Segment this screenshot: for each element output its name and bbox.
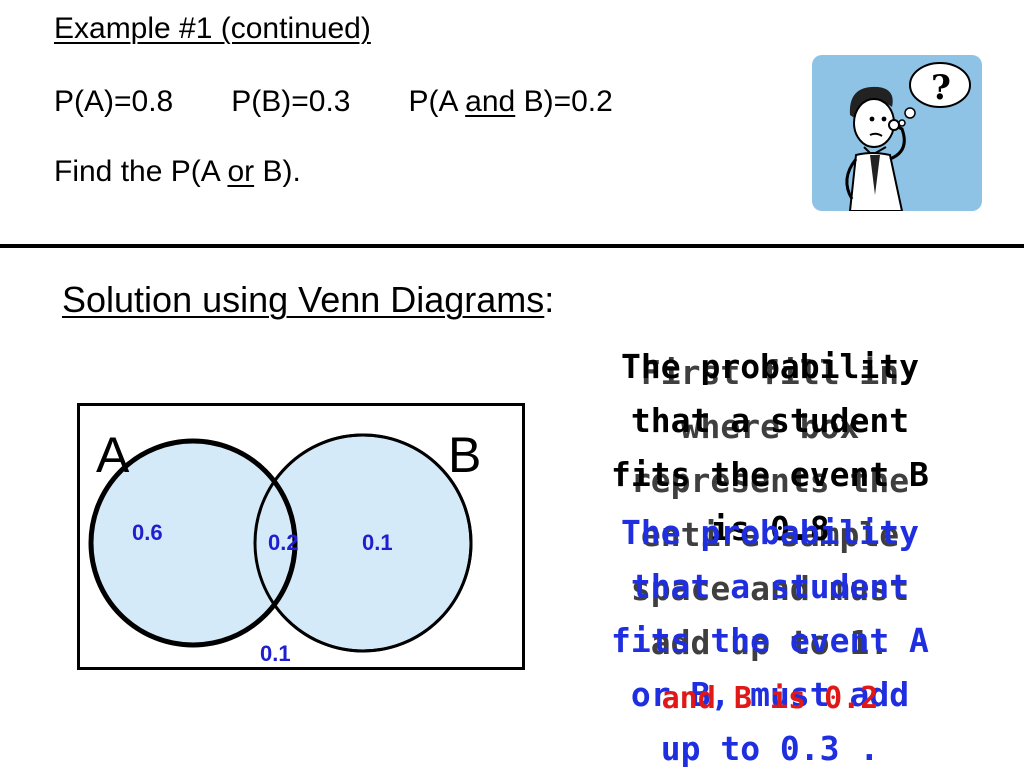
prob-ab-and: and bbox=[465, 85, 516, 118]
sample-space-box: A B 0.6 0.2 0.1 0.1 bbox=[77, 403, 525, 670]
section-divider bbox=[0, 244, 1024, 248]
circle-a bbox=[88, 438, 298, 648]
prob-a: P(A)=0.8 bbox=[54, 85, 174, 118]
prob-b: P(B)=0.3 bbox=[231, 85, 351, 118]
explanation-text-3: The probability that a student fits the … bbox=[611, 513, 929, 768]
solution-heading: Solution using Venn Diagrams: bbox=[62, 282, 554, 318]
question-or: or bbox=[227, 155, 255, 188]
solution-colon: : bbox=[544, 279, 555, 320]
question-suffix: B). bbox=[254, 155, 301, 188]
venn-diagram bbox=[88, 433, 473, 653]
circle-b-outline bbox=[253, 433, 473, 653]
explanation-overlay: First fill in where box represents the e… bbox=[585, 336, 955, 768]
a-only-value: 0.6 bbox=[132, 520, 163, 545]
explanation-text-1: The probability that a student fits the … bbox=[611, 347, 929, 548]
slide-title: Example #1 (continued) bbox=[54, 12, 371, 45]
question-prefix: Find the P(A bbox=[54, 155, 228, 188]
solution-title: Solution using Venn Diagrams bbox=[62, 279, 545, 320]
outside-value: 0.1 bbox=[260, 641, 291, 666]
explanation-text-4: and B is 0.2 bbox=[661, 681, 879, 716]
confused-person-icon: ? bbox=[812, 55, 982, 211]
question-text: Find the P(A or B). bbox=[54, 157, 301, 187]
set-b-label: B bbox=[448, 427, 482, 483]
set-a-label: A bbox=[96, 427, 130, 483]
intersection-value: 0.2 bbox=[268, 530, 299, 555]
svg-text:?: ? bbox=[931, 68, 951, 108]
prob-ab-suffix: B)=0.2 bbox=[515, 85, 613, 118]
explanation-text-2: First fill in where box represents the e… bbox=[630, 353, 910, 662]
given-probabilities: P(A)=0.8 P(B)=0.3 P(A and B)=0.2 bbox=[54, 87, 613, 117]
prob-ab-prefix: P(A bbox=[408, 85, 466, 118]
b-only-value: 0.1 bbox=[362, 530, 393, 555]
